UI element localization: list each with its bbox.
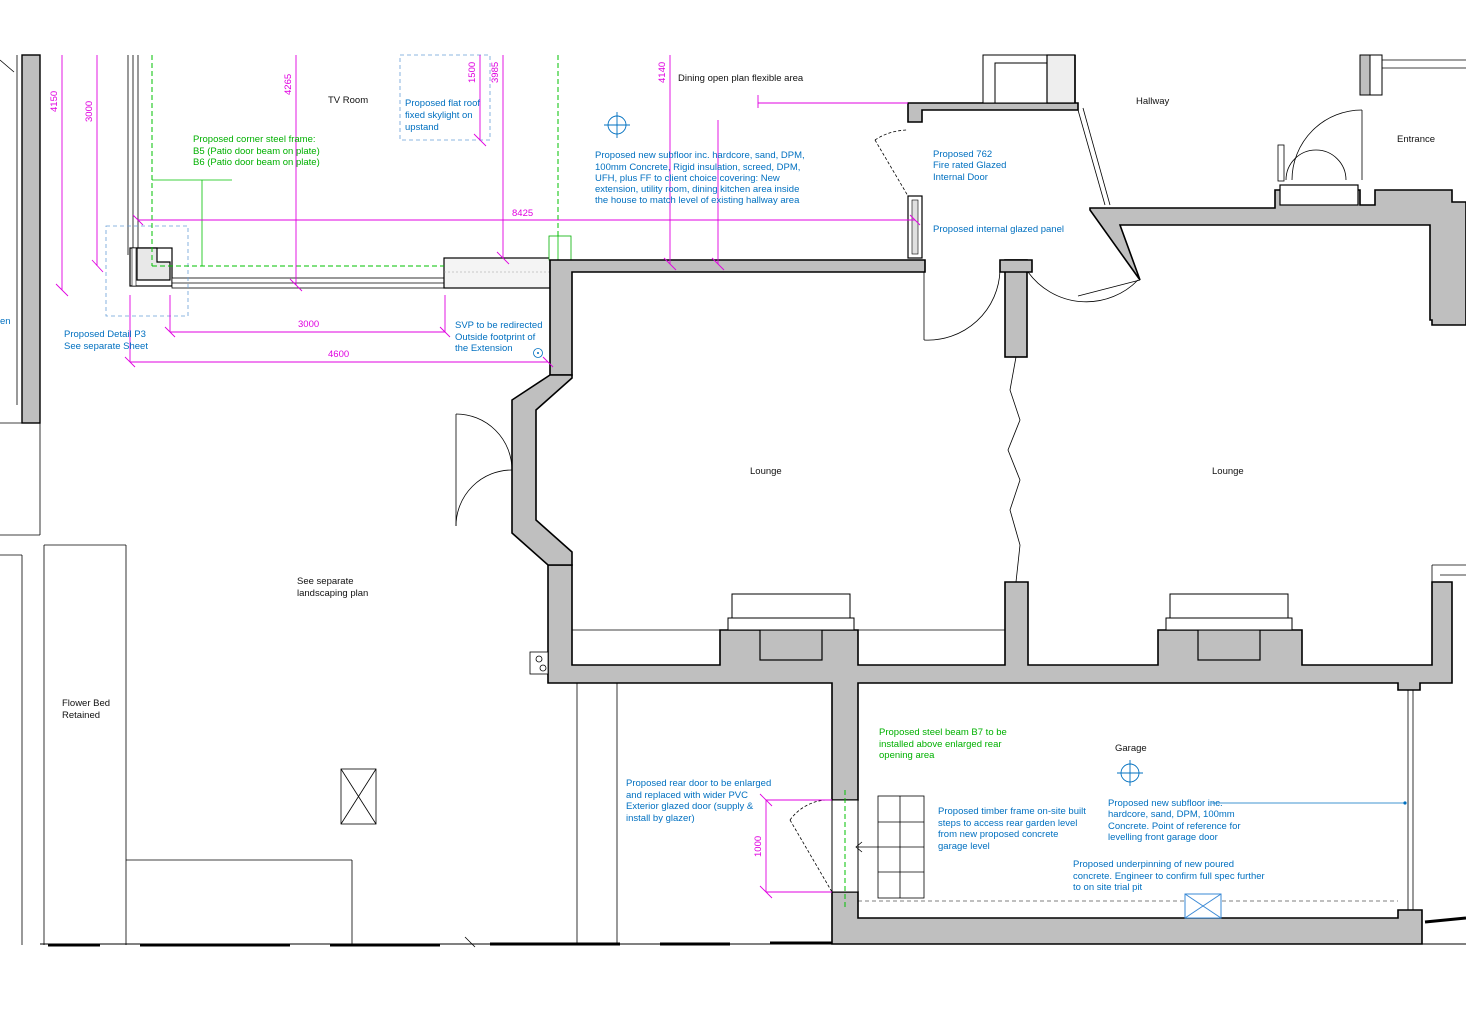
rear-door-note-1: Proposed rear door to be enlarged (626, 778, 771, 789)
left-boundary (0, 54, 353, 945)
doors (789, 54, 1466, 893)
subfloor-note-4: extension, utility room, dining kitchen … (595, 184, 799, 195)
flower-bed-line-1: Flower Bed (62, 698, 110, 709)
rear-door-note-2: and replaced with wider PVC (626, 790, 748, 801)
room-label-dining: Dining open plan flexible area (678, 73, 804, 84)
hall-details (982, 54, 1076, 104)
room-label-lounge-right: Lounge (1212, 466, 1244, 477)
skylight-note-3: upstand (405, 122, 439, 133)
subfloor-note-1: Proposed new subfloor inc. hardcore, san… (595, 150, 805, 161)
dimension-lines (55, 55, 921, 899)
timber-steps-note-4: garage level (938, 841, 990, 852)
edge-fragment-label: en (0, 316, 11, 327)
extension-structure (105, 54, 572, 317)
beam-b7-note-1: Proposed steel beam B7 to be (879, 727, 1007, 738)
garage-details (529, 651, 1414, 944)
corner-frame-note-1: Proposed corner steel frame: (193, 134, 316, 145)
dim-1500: 1500 (467, 62, 478, 83)
svp-note-2: Outside footprint of (455, 332, 536, 343)
dim-8425: 8425 (512, 208, 533, 219)
subfloor-note-3: UFH, plus FF to client choice covering: … (595, 173, 780, 184)
garage-subfloor-note-1: Proposed new subfloor inc. (1108, 798, 1223, 809)
door-762-note-2: Fire rated Glazed (933, 160, 1006, 171)
dim-4265: 4265 (283, 74, 294, 95)
corner-frame-note-3: B6 (Patio door beam on plate) (193, 157, 320, 168)
timber-steps-note-2: steps to access rear garden level (938, 818, 1077, 829)
flower-bed-line-2: Retained (62, 710, 100, 721)
underpinning-note-2: concrete. Engineer to confirm full spec … (1073, 871, 1265, 882)
skylight-note-2: fixed skylight on (405, 110, 473, 121)
folding-partition (1007, 356, 1021, 583)
corner-frame-note-2: B5 (Patio door beam on plate) (193, 146, 320, 157)
dim-3000-vertical: 3000 (84, 101, 95, 122)
garage-subfloor-note-4: levelling front garage door (1108, 832, 1218, 843)
house-walls (547, 102, 1466, 945)
timber-steps-note-3: from new proposed concrete (938, 829, 1058, 840)
dim-4600: 4600 (328, 349, 349, 360)
beam-b7-note-3: opening area (879, 750, 935, 761)
door-762-note-3: Internal Door (933, 172, 988, 183)
survey-marker (1117, 760, 1143, 786)
rear-door-note-3: Exterior glazed door (supply & (626, 801, 754, 812)
room-label-garage: Garage (1115, 743, 1147, 754)
beam-b7-note-2: installed above enlarged rear (879, 739, 1002, 750)
underpinning-note-3: to on site trial pit (1073, 882, 1143, 893)
detail-p3-note-2: See separate Sheet (64, 341, 148, 352)
svp-marker (533, 348, 543, 358)
survey-marker (604, 112, 630, 138)
detail-p3-note-1: Proposed Detail P3 (64, 329, 146, 340)
dim-1000: 1000 (753, 836, 764, 857)
dim-4140: 4140 (657, 62, 668, 83)
bay-window (455, 374, 573, 566)
room-label-tv-room: TV Room (328, 95, 368, 106)
subfloor-note-2: 100mm Concrete, Rigid insulation, screed… (595, 162, 800, 173)
underpinning-note-1: Proposed underpinning of new poured (1073, 859, 1234, 870)
subfloor-note-5: the house to match level of existing hal… (595, 195, 800, 206)
timber-steps-note-1: Proposed timber frame on-site built (938, 806, 1086, 817)
landscaping-line-1: See separate (297, 576, 354, 587)
rooflight (340, 768, 377, 825)
room-label-lounge-left: Lounge (750, 466, 782, 477)
room-label-hallway: Hallway (1136, 96, 1170, 107)
room-label-entrance: Entrance (1397, 134, 1435, 145)
svp-note-3: the Extension (455, 343, 513, 354)
rear-door-note-4: install by glazer) (626, 813, 695, 824)
door-762-note-1: Proposed 762 (933, 149, 992, 160)
glazed-panel-note: Proposed internal glazed panel (933, 224, 1064, 235)
garage-subfloor-note-3: Concrete. Point of reference for (1108, 821, 1241, 832)
svp-note-1: SVP to be redirected (455, 320, 543, 331)
garage-subfloor-note-2: hardcore, sand, DPM, 100mm (1108, 809, 1235, 820)
dim-3000-horizontal: 3000 (298, 319, 319, 330)
dim-4150: 4150 (49, 91, 60, 112)
dim-3985: 3985 (490, 62, 501, 83)
skylight-note-1: Proposed flat roof (405, 98, 480, 109)
landscaping-line-2: landscaping plan (297, 588, 368, 599)
